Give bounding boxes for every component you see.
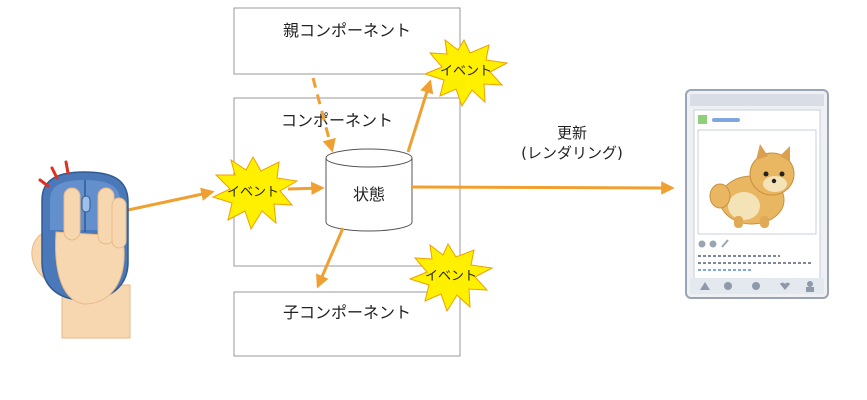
event-burst-bottom: イベント (408, 242, 494, 313)
state-to-child-arrow (316, 227, 345, 289)
event-burst-left: イベント (211, 155, 299, 231)
parent-component-label: 親コンポーネント (283, 21, 411, 40)
parent-to-state-dashed-arrow (311, 77, 336, 153)
rendering-label: (レンダリング) (521, 144, 623, 162)
state-label: 状態 (353, 185, 385, 204)
event-label-top: イベント (440, 64, 492, 79)
state-to-parent-event-arrow (406, 79, 434, 153)
child-component-box: 子コンポーネント (233, 291, 461, 357)
mouse-to-component-arrow (127, 187, 215, 212)
state-cylinder: 状態 (325, 148, 413, 232)
pomeranian-icon (709, 144, 795, 228)
event-label-left: イベント (227, 185, 279, 200)
event-burst-top: イベント (423, 38, 509, 108)
arrows (127, 77, 675, 289)
event-to-state-arrow (287, 181, 325, 196)
phone-screen-icon (685, 89, 829, 299)
hand-mouse-icon (31, 160, 131, 339)
event-label-bottom: イベント (425, 269, 477, 284)
render-update-arrow (411, 181, 675, 195)
update-label: 更新 (557, 124, 587, 142)
child-component-label: 子コンポーネント (283, 303, 411, 322)
component-label: コンポーネント (281, 111, 393, 130)
parent-component-box: 親コンポーネント (233, 7, 461, 75)
